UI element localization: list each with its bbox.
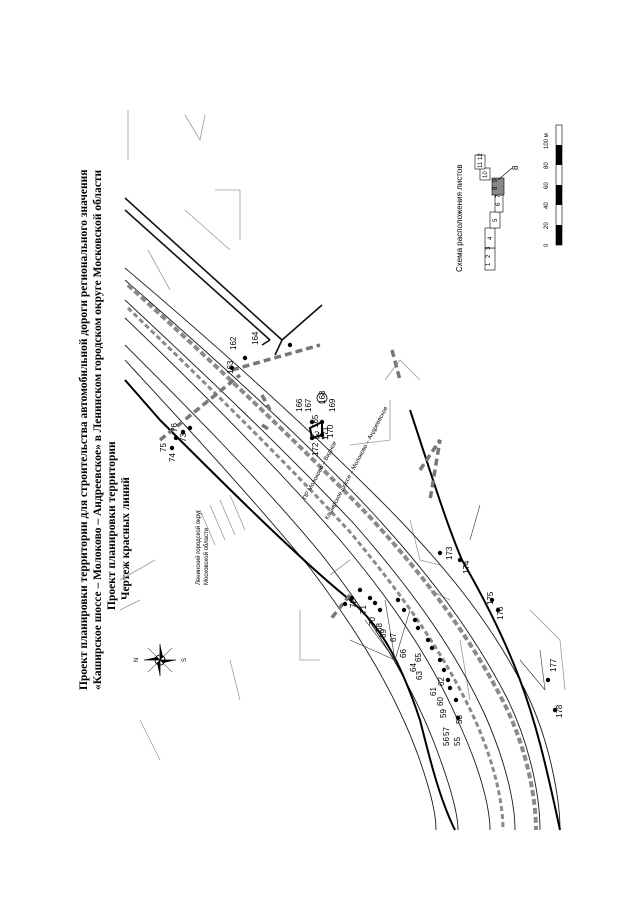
label-65: 65	[414, 653, 423, 662]
sheet-12: 12	[478, 153, 484, 160]
upper-boundary-lines	[124, 197, 323, 356]
label-72: 72	[349, 599, 358, 608]
label-178: 178	[555, 704, 564, 718]
scale-tick-20: 20	[544, 222, 550, 229]
label-74: 74	[168, 453, 177, 462]
label-171: 171	[321, 426, 330, 440]
label-170: 170	[326, 424, 335, 438]
scale-bar: 0 20 40 60 80 100 м	[544, 124, 563, 247]
compass-n: N	[134, 658, 140, 662]
label-163: 163	[226, 360, 235, 374]
red-line-left	[124, 379, 456, 831]
sheet-3: 3	[486, 246, 492, 250]
label-56: 56	[442, 737, 451, 746]
label-63: 63	[415, 671, 424, 680]
sheet-9: 9	[493, 178, 499, 182]
label-166: 166	[295, 398, 304, 412]
scale-tick-40: 40	[544, 202, 550, 209]
red-line-points	[169, 342, 558, 721]
label-176: 176	[496, 606, 505, 620]
label-66: 66	[399, 649, 408, 658]
label-172: 172	[311, 442, 320, 456]
label-168: 168	[318, 390, 327, 404]
sheet-11: 11	[478, 161, 484, 168]
sheet-6: 6	[496, 202, 502, 206]
point-168-circle	[316, 392, 328, 404]
district-label-line1: Ленинский городской округ	[195, 509, 202, 585]
compass-s: S	[182, 658, 188, 662]
scale-tick-100: 100 м	[544, 133, 550, 149]
label-64: 64	[409, 663, 418, 672]
sheet-1: 1	[486, 262, 492, 266]
label-57: 57	[442, 727, 451, 736]
sheet-8: 8	[493, 186, 499, 190]
label-67: 67	[389, 633, 398, 642]
label-69: 69	[379, 629, 388, 638]
sheet-4: 4	[488, 236, 494, 240]
label-164: 164	[251, 331, 260, 345]
red-line-right	[409, 409, 561, 831]
dashed-boundaries	[158, 343, 442, 622]
label-71: 71	[359, 605, 368, 614]
label-173: 173	[445, 546, 454, 560]
label-73: 73	[179, 433, 188, 442]
label-177: 177	[549, 658, 558, 672]
label-55: 55	[453, 737, 462, 746]
label-75: 75	[159, 443, 168, 452]
sheet-scheme-title: Схема расположения листов	[455, 164, 464, 272]
label-62: 62	[437, 677, 446, 686]
compass-rose-icon: N S	[134, 644, 188, 676]
background-outlines	[119, 110, 566, 761]
sheet-10: 10	[483, 171, 489, 178]
label-169: 169	[328, 398, 337, 412]
scale-tick-60: 60	[544, 182, 550, 189]
label-61: 61	[429, 687, 438, 696]
leader-lines	[349, 504, 546, 691]
sheet-7: 7	[496, 194, 502, 198]
label-60: 60	[436, 697, 445, 706]
label-58: 58	[455, 715, 464, 724]
label-76: 76	[170, 423, 179, 432]
label-68: 68	[375, 623, 384, 632]
point-labels: 55 56 57 58 59 60 61 62 63 64 65 66 67 6…	[159, 331, 564, 746]
label-174: 174	[462, 560, 471, 574]
road-corridor	[124, 267, 561, 831]
district-label-line2: Московской области	[203, 528, 210, 585]
scale-tick-80: 80	[544, 162, 550, 169]
scale-tick-0: 0	[544, 243, 550, 247]
current-sheet-label: 8	[511, 165, 520, 170]
road-hatch	[126, 283, 538, 831]
label-175: 175	[486, 591, 495, 605]
label-162: 162	[229, 336, 238, 350]
label-70: 70	[368, 617, 377, 626]
sheet-scheme: Схема расположения листов 1 2 3 4 5 6 7 …	[455, 153, 520, 272]
label-165: 165	[311, 414, 320, 428]
road-label-2: ПР Молоково – Видное	[302, 440, 338, 501]
label-167: 167	[304, 398, 313, 412]
label-59: 59	[439, 709, 448, 718]
sheet-2: 2	[486, 254, 492, 258]
sheet-5: 5	[493, 218, 499, 222]
